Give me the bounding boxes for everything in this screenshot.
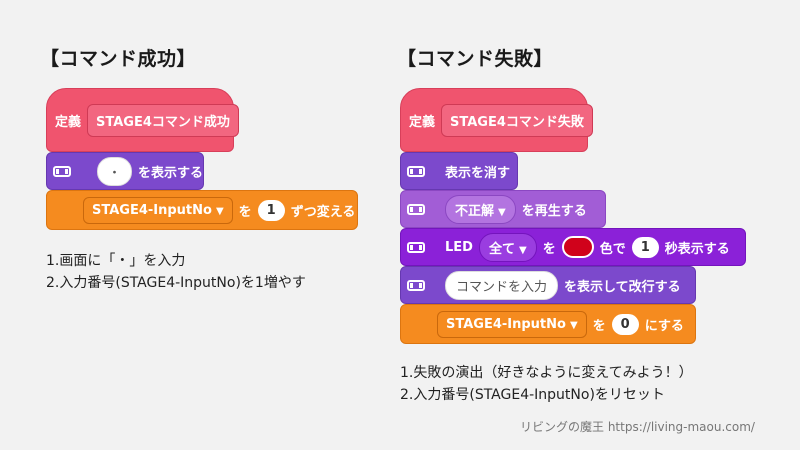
display-icon: [407, 165, 425, 177]
var-name: STAGE4-InputNo: [446, 316, 566, 332]
led-seconds-input[interactable]: 1: [631, 236, 659, 258]
right-clear-block[interactable]: 表示を消す: [400, 152, 518, 190]
left-notes: 1.画面に「・」を入力 2.入力番号(STAGE4-InputNo)を1増やす: [46, 250, 306, 294]
set-value-input[interactable]: 0: [611, 313, 639, 335]
chevron-down-icon: ▼: [569, 319, 578, 331]
var-dropdown[interactable]: STAGE4-InputNo▼: [83, 196, 233, 224]
led-mid: を: [542, 241, 556, 257]
right-notes: 1.失敗の演出（好きなように変えてみよう！） 2.入力番号(STAGE4-Inp…: [400, 362, 693, 406]
led-icon: [407, 241, 425, 253]
show-text-input[interactable]: コマンドを入力: [445, 270, 559, 300]
speaker-icon: [407, 203, 425, 215]
left-show-block[interactable]: ・ を表示する: [46, 152, 204, 190]
display-icon: [53, 165, 71, 177]
clear-label: 表示を消す: [445, 165, 511, 181]
var-dropdown[interactable]: STAGE4-InputNo▼: [437, 310, 587, 338]
right-sound-block[interactable]: 不正解▼ を再生する: [400, 190, 606, 228]
change-prefix: を: [238, 204, 252, 220]
led-color-suffix: 色で: [599, 241, 626, 257]
left-change-block[interactable]: STAGE4-InputNo▼ を 1 ずつ変える: [46, 190, 358, 230]
show-value-input[interactable]: ・: [97, 156, 133, 186]
define-name[interactable]: STAGE4コマンド失敗: [441, 103, 593, 137]
show-suffix: を表示して改行する: [564, 279, 681, 295]
sound-value: 不正解: [455, 203, 495, 219]
define-label: 定義: [55, 114, 82, 130]
sound-suffix: を再生する: [521, 203, 587, 219]
right-heading: 【コマンド失敗】: [397, 48, 554, 70]
sound-dropdown[interactable]: 不正解▼: [445, 194, 516, 224]
right-note-1: 1.失敗の演出（好きなように変えてみよう！）: [400, 365, 693, 381]
led-target-dropdown[interactable]: 全て▼: [478, 232, 537, 262]
left-define-block[interactable]: 定義 STAGE4コマンド成功: [46, 88, 239, 152]
led-label: LED: [445, 239, 473, 255]
footer-credit: リビングの魔王 https://living-maou.com/: [520, 420, 755, 434]
set-prefix: を: [592, 318, 606, 334]
right-define-block[interactable]: 定義 STAGE4コマンド失敗: [400, 88, 593, 152]
led-color-picker[interactable]: [561, 236, 594, 258]
var-name: STAGE4-InputNo: [92, 202, 212, 218]
left-note-1: 1.画面に「・」を入力: [46, 253, 186, 269]
right-set-block[interactable]: STAGE4-InputNo▼ を 0 にする: [400, 304, 696, 344]
show-suffix: を表示する: [138, 165, 204, 181]
chevron-down-icon: ▼: [215, 205, 224, 217]
change-suffix: ずつ変える: [290, 204, 356, 220]
led-target: 全て: [488, 241, 515, 257]
set-suffix: にする: [644, 318, 684, 334]
right-note-2: 2.入力番号(STAGE4-InputNo)をリセット: [400, 387, 665, 403]
left-note-2: 2.入力番号(STAGE4-InputNo)を1増やす: [46, 275, 306, 291]
display-icon: [407, 279, 425, 291]
chevron-down-icon: ▼: [518, 244, 527, 256]
left-heading: 【コマンド成功】: [40, 48, 197, 70]
right-show-block[interactable]: コマンドを入力 を表示して改行する: [400, 266, 696, 304]
define-label: 定義: [409, 114, 436, 130]
define-name[interactable]: STAGE4コマンド成功: [87, 103, 239, 137]
change-value-input[interactable]: 1: [257, 199, 285, 221]
led-suffix: 秒表示する: [664, 241, 730, 257]
chevron-down-icon: ▼: [498, 206, 506, 218]
right-led-block[interactable]: LED 全て▼ を 色で 1 秒表示する: [400, 228, 746, 266]
